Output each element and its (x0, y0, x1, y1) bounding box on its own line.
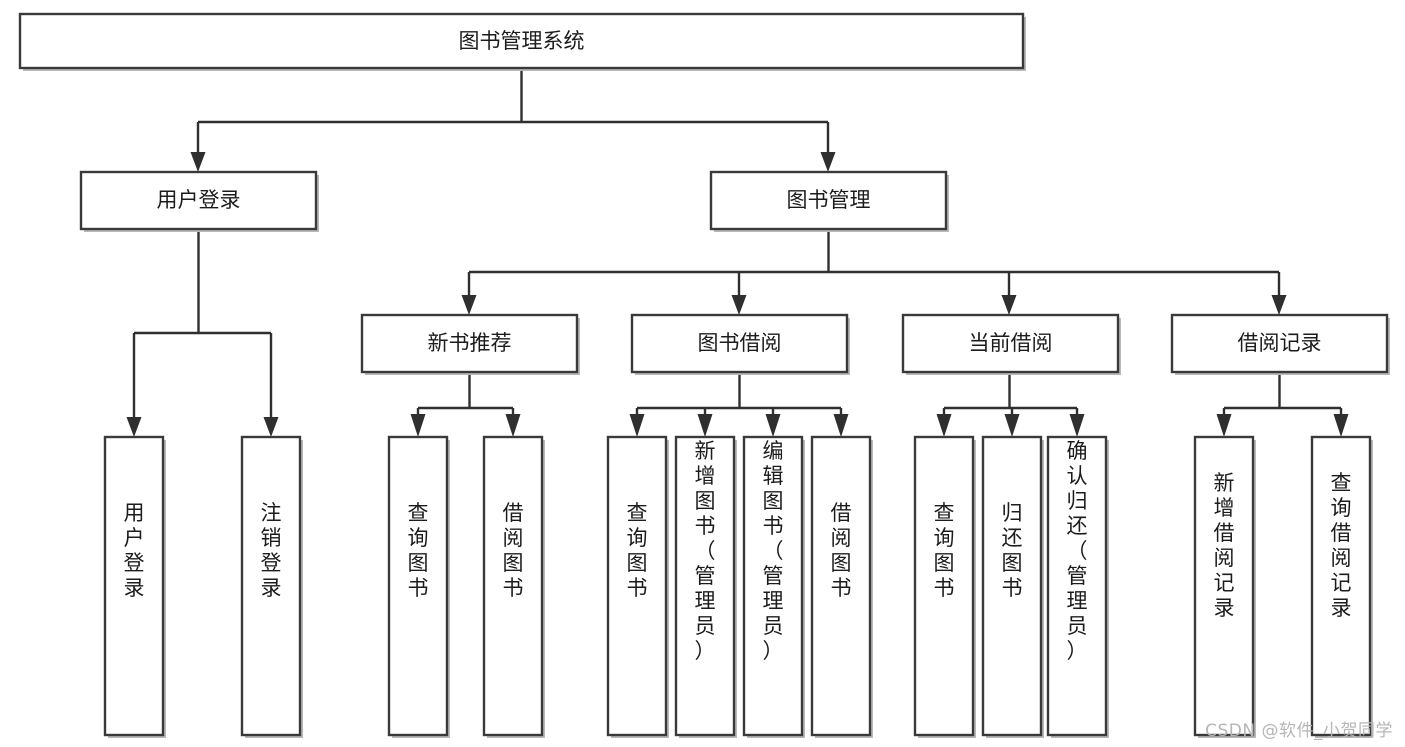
node-leaf-borrow-book-2-box[interactable] (810, 435, 872, 737)
arrow-head-leaf-confirm-return (1069, 414, 1085, 437)
node-leaf-add-book-label: 新增图书（管理员） (695, 439, 716, 663)
arrow-head-leaf-return-book (1004, 414, 1020, 437)
arrow-head-leaf-add-borrow-record (1216, 414, 1232, 437)
arrow-head-leaf-logout-login (263, 417, 279, 437)
node-leaf-add-book-box[interactable] (674, 435, 736, 737)
node-leaf-edit-book-box[interactable] (742, 435, 804, 737)
node-leaf-borrow-book-2[interactable]: 借阅图书 (810, 435, 873, 738)
node-leaf-query-book-1-label: 查询图书 (408, 501, 429, 600)
node-book-borrow-label: 图书借阅 (698, 331, 782, 355)
node-leaf-confirm-return-box[interactable] (1046, 435, 1108, 737)
node-borrow-record[interactable]: 借阅记录 (1170, 313, 1390, 375)
arrow-head-book-borrow (731, 295, 747, 315)
node-borrow-record-box[interactable] (1170, 313, 1389, 374)
arrow-head-borrow-record (1271, 295, 1287, 315)
node-book-management[interactable]: 图书管理 (709, 170, 949, 232)
node-leaf-query-borrow-record-label: 查询借阅记录 (1331, 471, 1352, 620)
node-leaf-user-login[interactable]: 用户登录 (103, 435, 166, 738)
connector-borrow-record-to-leaves (1222, 375, 1343, 425)
connector-book-management-to-level3 (467, 232, 1281, 303)
node-leaf-return-book-box[interactable] (981, 435, 1043, 737)
arrow-head-leaf-user-login (126, 417, 142, 437)
arrow-head-user-login (190, 152, 206, 172)
node-leaf-add-borrow-record-box[interactable] (1193, 435, 1255, 737)
node-current-borrow-label: 当前借阅 (969, 331, 1053, 355)
node-leaf-return-book[interactable]: 归还图书 (981, 435, 1044, 738)
node-leaf-query-book-1-box[interactable] (387, 435, 449, 737)
node-leaf-confirm-return-label: 确认归还（管理员） (1067, 439, 1088, 663)
node-leaf-query-book-1[interactable]: 查询图书 (387, 435, 450, 738)
arrow-head-leaf-borrow-book-1 (505, 414, 521, 437)
node-leaf-query-book-3[interactable]: 查询图书 (913, 435, 976, 738)
node-leaf-query-book-2-box[interactable] (606, 435, 668, 737)
node-current-borrow[interactable]: 当前借阅 (901, 313, 1121, 375)
node-new-book-recommend-box[interactable] (360, 313, 579, 374)
node-leaf-query-book-2[interactable]: 查询图书 (606, 435, 669, 738)
node-root[interactable]: 图书管理系统 (18, 12, 1026, 71)
node-leaf-query-book-2-label: 查询图书 (627, 501, 648, 600)
node-new-book-recommend[interactable]: 新书推荐 (360, 313, 580, 375)
node-borrow-record-label: 借阅记录 (1238, 331, 1322, 355)
node-user-login[interactable]: 用户登录 (79, 170, 319, 232)
csdn-watermark: CSDN @软件_小贺同学 (1205, 721, 1393, 741)
arrow-head-leaf-query-borrow-record (1333, 414, 1349, 437)
node-leaf-logout-login[interactable]: 注销登录 (240, 435, 303, 738)
node-leaf-borrow-book-2-label: 借阅图书 (831, 501, 852, 600)
arrow-head-current-borrow (1001, 295, 1017, 315)
arrow-head-leaf-borrow-book-2 (833, 414, 849, 437)
node-root-label: 图书管理系统 (459, 29, 585, 53)
node-new-book-recommend-label: 新书推荐 (428, 331, 512, 355)
node-user-login-label: 用户登录 (157, 188, 241, 212)
arrow-head-leaf-edit-book (765, 414, 781, 437)
node-leaf-add-borrow-record[interactable]: 新增借阅记录 (1193, 435, 1256, 738)
arrow-head-book-management (820, 152, 836, 172)
node-leaf-confirm-return[interactable]: 确认归还（管理员） (1046, 435, 1109, 738)
node-leaf-borrow-book-1-box[interactable] (482, 435, 544, 737)
node-leaf-borrow-book-1[interactable]: 借阅图书 (482, 435, 545, 738)
arrow-head-leaf-query-book-1 (410, 414, 426, 437)
arrow-head-leaf-add-book (697, 414, 713, 437)
node-leaf-user-login-label: 用户登录 (124, 501, 145, 600)
arrow-head-new-book-recommend (461, 295, 477, 315)
node-leaf-logout-login-box[interactable] (240, 435, 302, 737)
node-book-borrow-box[interactable] (630, 313, 849, 374)
node-leaf-user-login-box[interactable] (103, 435, 165, 737)
node-leaf-query-book-3-label: 查询图书 (934, 501, 955, 600)
connector-new-book-recommend-to-leaves (416, 375, 515, 425)
node-leaf-return-book-label: 归还图书 (1002, 501, 1023, 600)
arrow-head-leaf-query-book-3 (936, 414, 952, 437)
node-user-login-box[interactable] (79, 170, 318, 231)
connector-book-borrow-to-leaves (635, 375, 843, 425)
connector-root-to-level2 (196, 68, 830, 160)
node-book-management-label: 图书管理 (787, 188, 871, 212)
connector-layer (126, 68, 1349, 437)
node-leaf-edit-book-label: 编辑图书（管理员） (763, 439, 784, 663)
node-leaf-query-borrow-record-box[interactable] (1310, 435, 1372, 737)
arrow-head-leaf-query-book-2 (629, 414, 645, 437)
node-leaf-borrow-book-1-label: 借阅图书 (503, 501, 524, 600)
node-leaf-add-borrow-record-label: 新增借阅记录 (1214, 471, 1235, 620)
node-book-borrow[interactable]: 图书借阅 (630, 313, 850, 375)
node-leaf-query-borrow-record[interactable]: 查询借阅记录 (1310, 435, 1373, 738)
connector-user-login-to-leaves (132, 232, 273, 425)
node-book-management-box[interactable] (709, 170, 948, 231)
node-root-box[interactable] (18, 12, 1025, 70)
node-leaf-query-book-3-box[interactable] (913, 435, 975, 737)
node-leaf-add-book[interactable]: 新增图书（管理员） (674, 435, 737, 738)
node-leaf-edit-book[interactable]: 编辑图书（管理员） (742, 435, 805, 738)
node-leaf-logout-login-label: 注销登录 (261, 501, 282, 600)
node-current-borrow-box[interactable] (901, 313, 1120, 374)
